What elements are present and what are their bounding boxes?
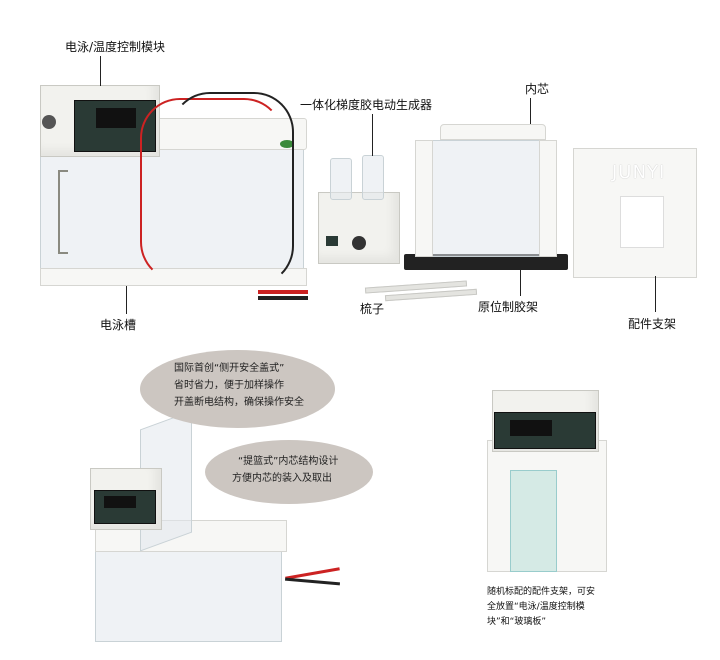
cooling-coil	[58, 170, 68, 254]
inner-core	[415, 140, 557, 257]
brand-text: JUNYI	[612, 162, 666, 183]
inner-core-handle	[440, 124, 546, 140]
leader-accessory-stand	[655, 276, 656, 312]
speech-bubble-side-lid	[140, 350, 335, 428]
leader-casting-stand	[520, 270, 521, 296]
gradient-switch	[326, 236, 338, 246]
casting-stand-base	[404, 254, 568, 270]
leader-gradient-maker	[372, 114, 373, 156]
caption-line3: 块”和“玻璃板”	[487, 617, 546, 627]
assembled-display	[104, 496, 136, 508]
label-comb: 梳子	[360, 302, 385, 316]
bubble1-line3: 开盖断电结构，确保操作安全	[174, 397, 304, 408]
red-plug	[258, 290, 308, 294]
leader-inner-core	[530, 98, 531, 124]
caption-line2: 全放置“电泳/温度控制模	[487, 602, 585, 612]
label-control-module: 电泳/温度控制模块	[65, 40, 166, 54]
inner-core-left-post	[415, 140, 433, 257]
label-gradient-maker: 一体化梯度胶电动生成器	[300, 98, 433, 112]
leader-control-module	[100, 56, 101, 86]
label-inner-core: 内芯	[525, 82, 550, 96]
tank-green-logo	[280, 140, 294, 148]
black-wire	[170, 92, 294, 286]
bubble2-line2: 方便内芯的装入及取出	[232, 473, 332, 484]
gradient-cylinder-left	[330, 158, 352, 200]
black-plug	[258, 296, 308, 300]
gradient-knob	[352, 236, 366, 250]
assembled-black-wire	[284, 577, 341, 586]
control-display	[96, 108, 136, 128]
gradient-cylinder-right	[362, 155, 384, 200]
caption-line1: 随机标配的配件支架，可安	[487, 587, 596, 597]
bubble1-line1: 国际首创“侧开安全盖式”	[174, 363, 285, 374]
accessory-stand-window	[620, 196, 664, 248]
red-wire	[140, 98, 284, 282]
leader-tank	[126, 286, 127, 314]
inner-core-right-post	[539, 140, 557, 257]
bubble1-line2: 省时省力，便于加样操作	[174, 380, 284, 391]
bubble2-line1: “提篮式”内芯结构设计	[238, 456, 339, 467]
gradient-maker	[318, 192, 400, 264]
speech-bubble-basket-core	[205, 440, 373, 504]
control-knob	[42, 115, 56, 129]
label-casting-stand: 原位制胶架	[478, 300, 539, 314]
stand-with-module	[487, 440, 607, 572]
stand-glass-plate	[510, 470, 557, 572]
stand-display	[510, 420, 552, 436]
label-accessory-stand: 配件支架	[628, 317, 677, 331]
label-tank: 电泳槽	[100, 318, 137, 332]
